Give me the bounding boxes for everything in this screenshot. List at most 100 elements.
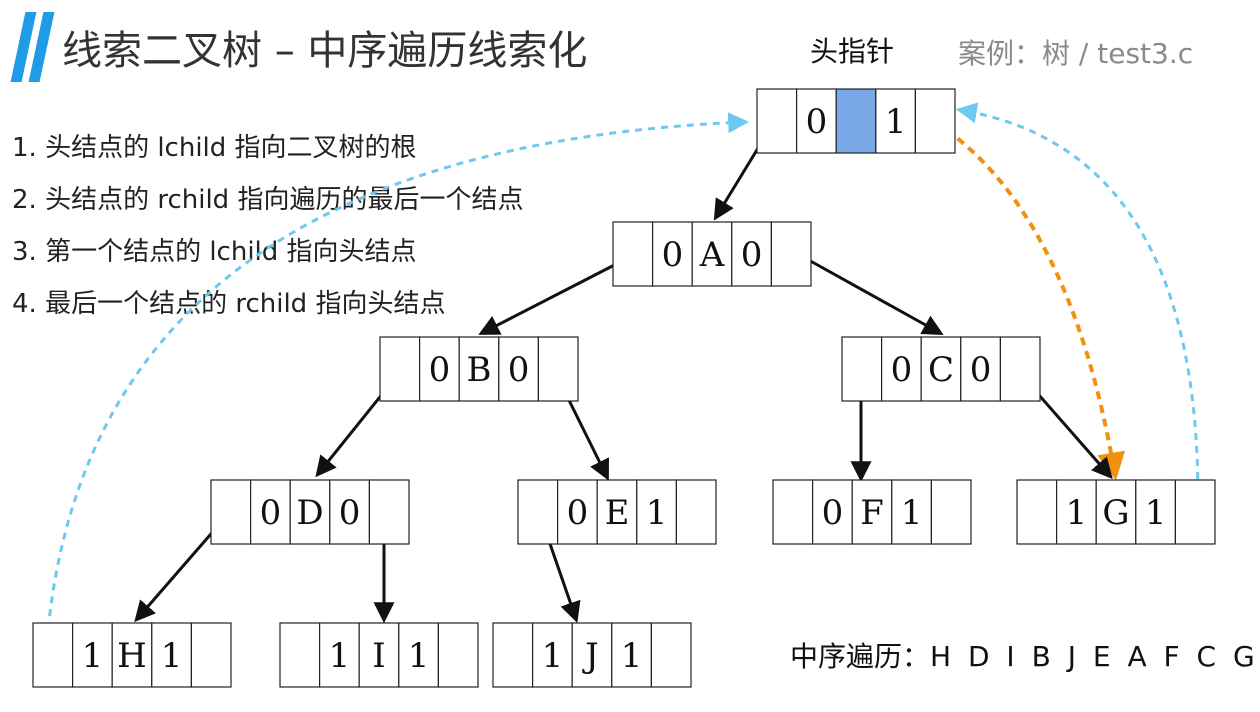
node-cell <box>111 622 153 688</box>
node-cell <box>458 336 500 402</box>
node-cell <box>999 336 1041 402</box>
node-cell <box>419 336 460 402</box>
edge-a-to-b <box>478 256 629 335</box>
node-cell <box>319 622 360 688</box>
node-cell <box>596 479 638 545</box>
node-cell-text: 0 <box>662 235 684 275</box>
node-cell <box>250 479 291 545</box>
node-cell-text: A <box>699 235 725 275</box>
node-cell-text: D <box>296 493 323 533</box>
node-cell <box>437 622 479 688</box>
node-cell-text: 0 <box>891 350 913 390</box>
node-cell <box>611 622 652 688</box>
page-title: 线索二叉树 – 中序遍历线索化 <box>62 28 588 74</box>
node-cell <box>891 479 932 545</box>
node-cell <box>210 479 252 545</box>
thread-last-node-to-head <box>955 102 1200 506</box>
node-cell-text: 0 <box>429 350 451 390</box>
node-cell-text: 1 <box>82 636 104 676</box>
thread-head-to-last-node <box>933 120 1126 481</box>
node-cell <box>675 479 717 545</box>
node-cell <box>811 479 853 545</box>
node-cell-text: 1 <box>329 636 351 676</box>
node-cell-text: J <box>582 636 599 676</box>
node-cell-text: 1 <box>408 636 430 676</box>
node-cell <box>756 88 798 154</box>
node-cell <box>795 88 837 154</box>
node-cell <box>358 622 400 688</box>
node-cell-text: 1 <box>542 636 564 676</box>
node-cell-text: 0 <box>260 493 282 533</box>
node-cell <box>930 479 972 545</box>
node-cell <box>875 88 916 154</box>
node-cell <box>841 336 883 402</box>
node-cell <box>731 221 772 287</box>
node-cell-text: 1 <box>621 636 643 676</box>
node-cell-text: E <box>605 493 630 533</box>
node-cell <box>498 336 539 402</box>
node-cell <box>151 622 193 688</box>
node-cell-text: F <box>860 493 884 533</box>
inorder-label: 中序遍历： <box>790 640 931 673</box>
node-cell <box>190 622 232 688</box>
rule-item: 1. 头结点的 lchild 指向二叉树的根 <box>12 133 417 163</box>
node-cell <box>612 221 654 287</box>
node-cell <box>32 622 74 688</box>
node-cell <box>1174 479 1216 545</box>
node-cell <box>71 622 113 688</box>
node-cell-text: 0 <box>822 493 844 533</box>
node-cell-text: 1 <box>885 102 907 142</box>
node-cell <box>368 479 410 545</box>
node-cell-text: 0 <box>806 102 828 142</box>
node-cell-text: C <box>928 350 954 390</box>
inorder-traversal: 中序遍历：H D I B J E A F C G <box>790 635 1259 675</box>
edge-a-to-c <box>804 256 944 336</box>
node-cell-text: 1 <box>646 493 668 533</box>
node-cell-text: B <box>467 350 492 390</box>
rules-list: 1. 头结点的 lchild 指向二叉树的根 2. 头结点的 rchild 指向… <box>12 122 523 330</box>
node-cell <box>650 622 692 688</box>
node-cell <box>960 336 1001 402</box>
node-cell <box>279 622 321 688</box>
node-cell <box>1095 479 1137 545</box>
rule-item: 2. 头结点的 rchild 指向遍历的最后一个结点 <box>12 185 524 215</box>
node-cell <box>914 88 956 154</box>
inorder-sequence: H D I B J E A F C G <box>930 640 1259 673</box>
node-cell <box>556 479 598 545</box>
rule-item: 4. 最后一个结点的 rchild 指向头结点 <box>12 289 446 319</box>
node-cell <box>880 336 922 402</box>
head-pointer-label: 头指针 <box>810 35 895 68</box>
node-cell-text: G <box>1102 493 1129 533</box>
node-cell-text: 0 <box>339 493 361 533</box>
node-cell-text: 1 <box>1066 493 1088 533</box>
node-cell <box>537 336 579 402</box>
node-cell <box>379 336 421 402</box>
node-cell <box>517 479 559 545</box>
node-cell <box>1055 479 1097 545</box>
node-cell-text: 1 <box>1145 493 1167 533</box>
node-cell-text: I <box>372 636 385 676</box>
node-cell <box>851 479 893 545</box>
node-cell-text: 0 <box>741 235 763 275</box>
node-cell <box>492 622 534 688</box>
node-cell <box>651 221 693 287</box>
node-cell-text: 1 <box>161 636 183 676</box>
node-cell <box>1016 479 1058 545</box>
node-cell-text: H <box>117 636 147 676</box>
node-cell <box>531 622 573 688</box>
node-cell-text: 0 <box>567 493 589 533</box>
node-cell <box>289 479 331 545</box>
node-cell <box>772 479 814 545</box>
node-cell-text: 0 <box>508 350 530 390</box>
